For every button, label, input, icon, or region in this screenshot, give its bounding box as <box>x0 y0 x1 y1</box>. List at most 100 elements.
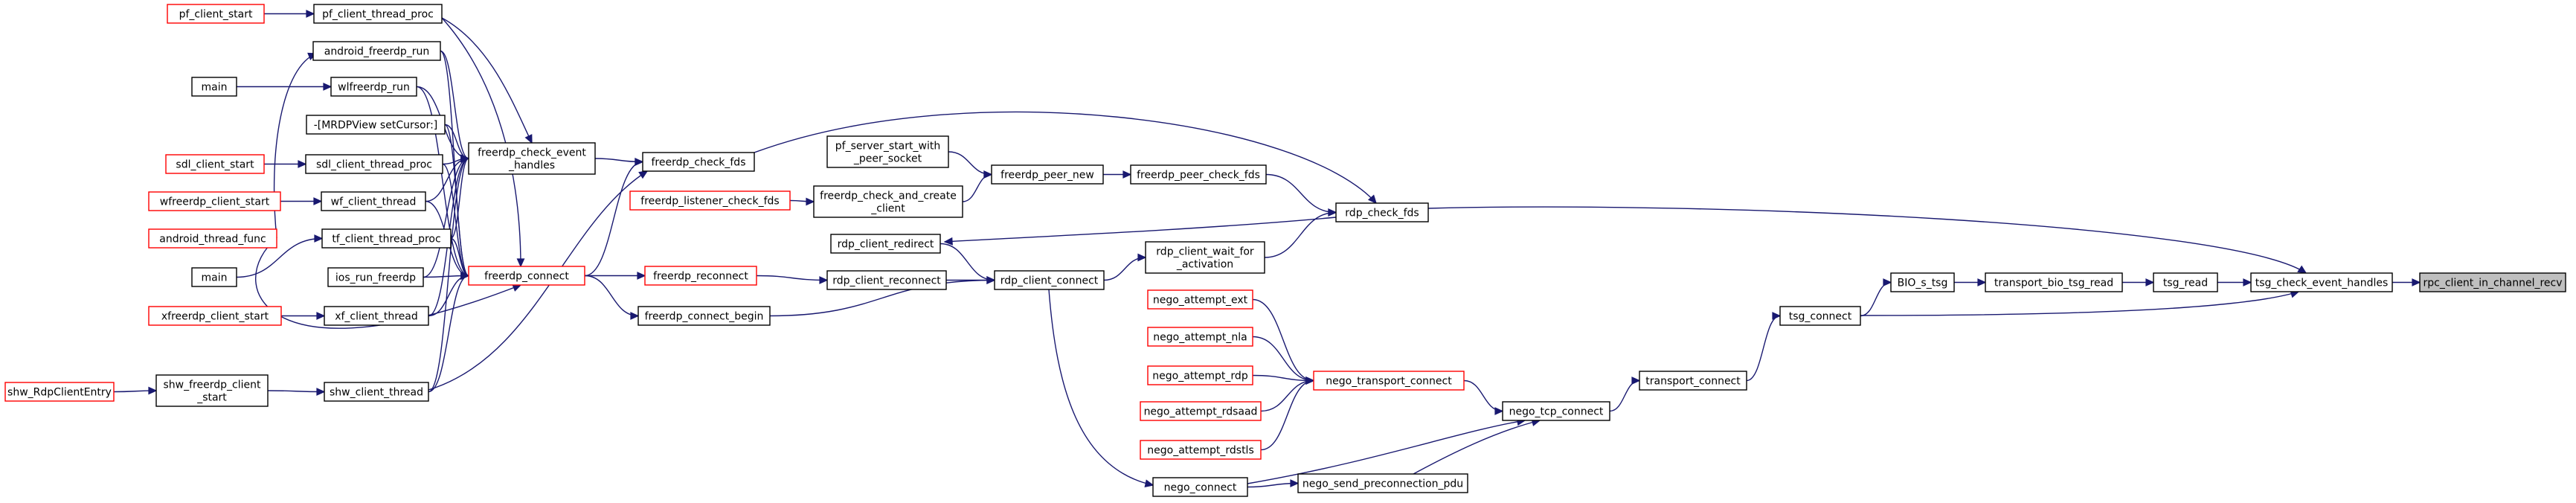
node-box <box>330 77 417 97</box>
edge-freerdp_peer_new-to-freerdp_peer_check_fds <box>1103 170 1132 179</box>
edge-rdp_client_wait_for_activation-to-rdp_check_fds <box>1264 208 1337 258</box>
node-rdp-client-redirect[interactable]: rdp_client_redirect <box>830 234 941 254</box>
edge-line <box>1413 420 1541 475</box>
node-transport-bio-tsg-read[interactable]: transport_bio_tsg_read <box>1985 272 2123 292</box>
edge-nego_attempt_ext-to-nego_transport_connect <box>1252 298 1315 385</box>
node-box <box>629 190 791 211</box>
node-android-thread-func[interactable]: android_thread_func <box>148 228 277 249</box>
node-main-2[interactable]: main <box>191 267 237 287</box>
node-nego-attempt-rdp[interactable]: nego_attempt_rdp <box>1147 365 1253 385</box>
node-freerdp-peer-new[interactable]: freerdp_peer_new <box>991 164 1104 185</box>
node-label: shw_freerdp_client <box>164 379 261 391</box>
edge-line <box>1746 315 1781 382</box>
node-tf-client-thread-proc[interactable]: tf_client_thread_proc <box>321 228 452 249</box>
node-box <box>1639 371 1747 391</box>
node-nego-tcp-connect[interactable]: nego_tcp_connect <box>1502 401 1610 421</box>
node-box <box>321 228 452 249</box>
node-nego-connect[interactable]: nego_connect <box>1152 477 1248 497</box>
edge-android_freerdp_run-to-freerdp_check_event_handles <box>440 50 470 163</box>
node-label: nego_connect <box>1164 482 1237 494</box>
node-box <box>191 267 237 287</box>
node-nego-attempt-rdsaad[interactable]: nego_attempt_rdsaad <box>1140 401 1262 421</box>
node-pf-server-start-with-peer-socket[interactable]: pf_server_start_with_peer_socket <box>826 135 949 168</box>
node-label: pf_server_start_with <box>835 141 940 153</box>
node-freerdp-check-event-handles[interactable]: freerdp_check_event_handles <box>468 142 596 175</box>
edge-arrowhead <box>1122 170 1132 179</box>
node-freerdp-connect[interactable]: freerdp_connect <box>468 266 585 286</box>
edge-arrowhead <box>1631 377 1641 385</box>
edge-arrowhead <box>819 276 829 284</box>
node-transport-connect[interactable]: transport_connect <box>1639 371 1747 391</box>
node-rdp-client-wait-for-activation[interactable]: rdp_client_wait_for_activation <box>1145 241 1265 274</box>
edge-arrowhead <box>298 160 307 168</box>
node-rdp-check-fds[interactable]: rdp_check_fds <box>1335 202 1429 222</box>
node-BIO-s-tsg[interactable]: BIO_s_tsg <box>1890 272 1955 292</box>
edge-rdp_client_connect-to-rdp_client_wait_for_activation <box>1103 253 1147 281</box>
node-android-freerdp-run[interactable]: android_freerdp_run <box>312 41 441 61</box>
node-box <box>1297 473 1468 493</box>
node-freerdp-connect-begin[interactable]: freerdp_connect_begin <box>637 306 771 326</box>
node-box <box>826 270 947 290</box>
node-sdl-client-thread-proc[interactable]: sdl_client_thread_proc <box>305 154 443 174</box>
edge-arrowhead <box>316 312 326 320</box>
node-rdp-client-connect[interactable]: rdp_client_connect <box>994 270 1105 290</box>
node-nego-attempt-rdstls[interactable]: nego_attempt_rdstls <box>1140 440 1262 460</box>
node-nego-send-preconnection-pdu[interactable]: nego_send_preconnection_pdu <box>1297 473 1468 493</box>
node-pf-client-start[interactable]: pf_client_start <box>167 4 265 24</box>
node-label: nego_attempt_nla <box>1153 332 1247 344</box>
node-wlfreerdp-run[interactable]: wlfreerdp_run <box>330 77 417 97</box>
edge-arrowhead <box>1494 407 1504 415</box>
node-freerdp-check-fds[interactable]: freerdp_check_fds <box>642 152 755 172</box>
node-shw-client-thread[interactable]: shw_client_thread <box>324 382 429 402</box>
edge-transport_connect-to-tsg_connect <box>1746 312 1782 382</box>
edge-arrowhead <box>1977 278 1987 286</box>
node-label: android_freerdp_run <box>324 46 430 58</box>
edge-line <box>1609 379 1640 412</box>
node-label: pf_client_start <box>179 9 253 21</box>
edge-arrowhead <box>306 10 315 18</box>
node-wfreerdp-client-start[interactable]: wfreerdp_client_start <box>148 191 281 211</box>
node-box <box>1140 440 1262 460</box>
node-tsg-connect[interactable]: tsg_connect <box>1779 306 1861 326</box>
node-box <box>313 4 443 24</box>
node-nego-attempt-ext[interactable]: nego_attempt_ext <box>1147 289 1253 310</box>
node-pf-client-thread-proc[interactable]: pf_client_thread_proc <box>313 4 443 24</box>
node-freerdp-check-and-create-client[interactable]: freerdp_check_and_create_client <box>813 185 963 218</box>
node-freerdp-listener-check-fds[interactable]: freerdp_listener_check_fds <box>629 190 791 211</box>
node-mrdpview-setcursor[interactable]: -[MRDPView setCursor:] <box>306 115 446 135</box>
node-rdp-client-reconnect[interactable]: rdp_client_reconnect <box>826 270 947 290</box>
node-xfreerdp-client-start[interactable]: xfreerdp_client_start <box>148 306 282 326</box>
node-label: main <box>202 272 228 284</box>
edge-shw_client_thread-to-freerdp_connect <box>428 272 470 393</box>
node-shw-RdpClientEntry[interactable]: shw_RdpClientEntry <box>4 382 115 402</box>
node-box <box>1985 272 2123 292</box>
node-wf-client-thread[interactable]: wf_client_thread <box>321 191 426 211</box>
edge-arrowhead <box>524 134 533 144</box>
edge-line <box>1260 379 1314 451</box>
edge-arrowhead <box>323 83 333 91</box>
node-main-1[interactable]: main <box>191 77 237 97</box>
edge-freerdp_connect-to-freerdp_connect_begin <box>584 275 640 320</box>
node-box <box>994 270 1105 290</box>
node-nego-transport-connect[interactable]: nego_transport_connect <box>1313 371 1465 391</box>
edge-arrowhead <box>1290 479 1300 487</box>
node-nego-attempt-nla[interactable]: nego_attempt_nla <box>1147 327 1253 347</box>
node-xf-client-thread[interactable]: xf_client_thread <box>324 306 429 326</box>
edge-line <box>584 161 643 277</box>
node-freerdp-reconnect[interactable]: freerdp_reconnect <box>644 266 757 286</box>
edge-line <box>1252 374 1314 382</box>
edge-line <box>1860 281 1892 317</box>
node-freerdp-peer-check-fds[interactable]: freerdp_peer_check_fds <box>1130 164 1267 185</box>
node-ios-run-freerdp[interactable]: ios_run_freerdp <box>327 267 424 287</box>
edge-line <box>1463 379 1503 412</box>
node-tsg-read[interactable]: tsg_read <box>2153 272 2218 292</box>
node-tsg-check-event-handles[interactable]: tsg_check_event_handles <box>2250 272 2393 292</box>
node-sdl-client-start[interactable]: sdl_client_start <box>165 154 265 174</box>
node-box <box>1147 289 1253 310</box>
node-box <box>644 266 757 286</box>
node-shw-freerdp-client-start[interactable]: shw_freerdp_client_start <box>155 374 269 407</box>
edge-arrowhead <box>1367 194 1377 205</box>
node-box <box>321 191 426 211</box>
edge-line <box>948 151 992 176</box>
